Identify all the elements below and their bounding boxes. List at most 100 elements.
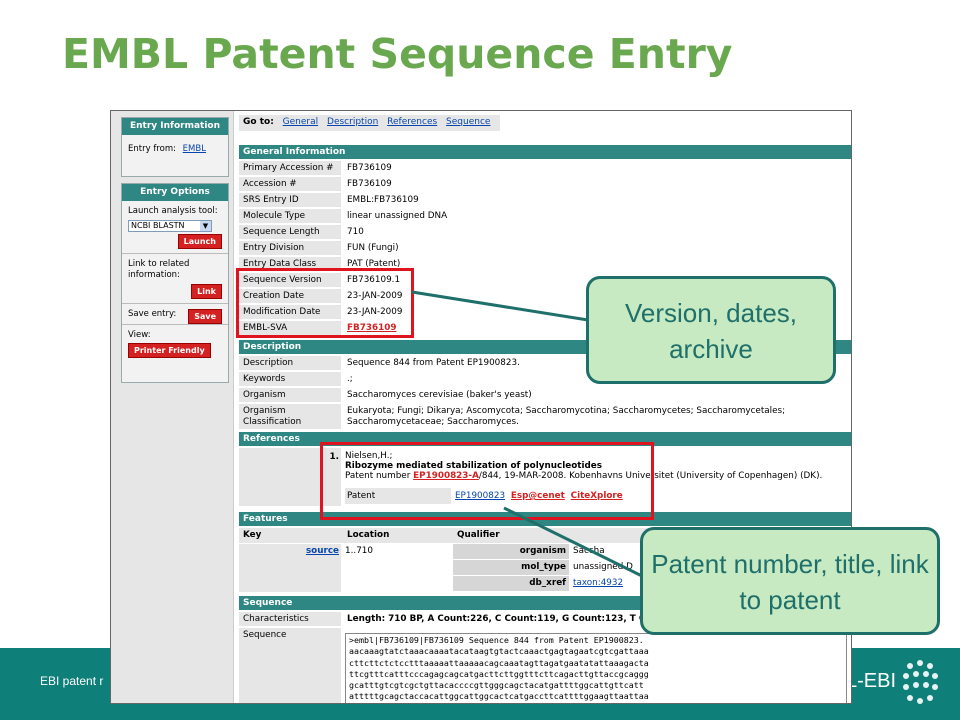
table-row: Molecule Type linear unassigned DNA [239,209,851,224]
row-value: 23-JAN-2009 [347,291,403,301]
table-row: Modification Date 23-JAN-2009 [239,305,851,320]
link-button[interactable]: Link [191,284,222,299]
features-col-location: Location [347,530,390,540]
row-key: Modification Date [239,305,341,320]
row-key: Molecule Type [239,209,341,224]
analysis-tool-selected: NCBI BLASTN [131,221,185,230]
patent-label: Patent [345,488,451,504]
patent-prefix: Patent number [345,471,414,481]
reference-patent-line: Patent number EP1900823-A/844, 19-MAR-20… [345,471,822,481]
espacenet-link[interactable]: Esp@cenet [510,491,565,501]
row-key: Organism [239,388,341,403]
entry-information-panel: Entry Information Entry from: EMBL [121,117,229,177]
row-value: Sequence 844 from Patent EP1900823. [347,358,520,368]
patent-number-link[interactable]: EP1900823-A [413,471,479,481]
reference-title: Ribozyme mediated stabilization of polyn… [345,461,602,471]
table-row: Description Sequence 844 from Patent EP1… [239,356,851,371]
feature-source-link[interactable]: source [305,546,339,556]
sequence-line: >embl|FB736109|FB736109 Sequence 844 fro… [349,635,644,645]
table-row: Accession # FB736109 [239,177,851,192]
sequence-line: atttttgcagctaccacattggcattggcactcatgacct… [349,691,649,702]
footer-text: EBI patent r [40,674,104,688]
slide-title: EMBL Patent Sequence Entry [62,30,733,78]
row-value: 23-JAN-2009 [347,307,403,317]
table-row: Characteristics Length: 710 BP, A Count:… [239,612,851,627]
ebi-hex-logo-icon [903,660,938,704]
goto-references-link[interactable]: References [387,117,438,127]
version-highlight-box [236,268,414,338]
reference-text: Nielsen,H.; Ribozyme mediated stabilizat… [345,451,822,481]
row-value-line: Saccharomycetaceae; Saccharomyces. [347,417,519,427]
save-button[interactable]: Save [188,309,222,324]
embl-sva-link[interactable]: FB736109 [347,323,397,333]
row-value-line: Eukaryota; Fungi; Dikarya; Ascomycota; S… [347,406,786,416]
patent-links: EP1900823 Esp@cenet CiteXplore [455,488,623,504]
taxon-link[interactable]: taxon:4932 [573,578,624,588]
reference-author: Nielsen,H.; [345,451,393,461]
chevron-down-icon: ▼ [200,221,211,231]
table-row: Organism Saccharomyces cerevisiae (baker… [239,388,851,403]
row-key: Characteristics [239,612,341,627]
reference-entry: 1. Nielsen,H.; Ribozyme mediated stabili… [239,448,851,508]
ebi-logo-text: L-EBI [846,670,897,692]
patent-ep-link[interactable]: EP1900823 [455,491,506,501]
goto-nav: Go to: General Description References Se… [239,115,501,131]
row-key: Keywords [239,372,341,387]
row-value: Eukaryota; Fungi; Dikarya; Ascomycota; S… [345,404,785,428]
entry-information-title: Entry Information [122,118,228,135]
goto-sequence-link[interactable]: Sequence [446,117,491,127]
sequence-line: ttcgtttcatttcccagagcagcatgacttcttggtttct… [349,668,649,679]
qualifier-value: Saccha [573,546,605,556]
version-callout: Version, dates, archive [586,276,836,384]
sequence-line: aacaaagtatctaaacaaaatacataagtgtactcaaact… [349,646,649,657]
launch-button[interactable]: Launch [177,234,222,249]
sequence-line: gcatttgtcgtcgctgttacaccccgttgggcagctacat… [349,680,644,691]
row-value: FB736109.1 [347,275,401,285]
row-value: EMBL:FB736109 [347,195,419,205]
patent-highlight-box [320,442,654,520]
row-key: SRS Entry ID [239,193,341,208]
row-value: linear unassigned DNA [347,211,448,221]
row-value: Saccharomyces cerevisiae (baker's yeast) [347,390,532,400]
sidebar: Entry Information Entry from: EMBL Entry… [111,111,234,703]
qualifier-value: unassigned D [573,562,633,572]
sequence-textarea[interactable]: >embl|FB736109|FB736109 Sequence 844 fro… [345,633,847,703]
row-key: Primary Accession # [239,161,341,176]
features-col-qualifier: Qualifier [457,530,500,540]
qualifier-key: mol_type [453,560,569,575]
analysis-tool-select[interactable]: NCBI BLASTN ▼ [128,220,212,232]
row-value: FB736109 [347,179,392,189]
patent-callout: Patent number, title, link to patent [640,527,940,635]
view-label: View: [128,330,151,340]
reference-number: 1. [239,448,341,506]
save-entry-label: Save entry: [128,309,177,319]
general-information-header: General Information [239,145,851,159]
table-row: Organism Classification Eukaryota; Fungi… [239,404,851,430]
citexplore-link[interactable]: CiteXplore [570,491,623,501]
table-row: Primary Accession #FB736109 [239,161,851,176]
row-value: PAT (Patent) [347,259,401,269]
row-key: Organism Classification [239,404,341,430]
link-related-label: Link to related information: [128,259,190,280]
feature-key-cell: source [239,544,341,592]
printer-friendly-button[interactable]: Printer Friendly [128,343,211,358]
table-row: Keywords .; [239,372,851,387]
qualifier-key: organism [453,544,569,559]
row-key: Sequence Length [239,225,341,240]
row-key: Entry Division [239,241,341,256]
goto-general-link[interactable]: General [282,117,319,127]
goto-description-link[interactable]: Description [327,117,379,127]
patent-suffix: /844, 19-MAR-2008. Kobenhavns Universite… [478,471,823,481]
entry-from-embl-link[interactable]: EMBL [182,144,206,154]
row-key: Description [239,356,341,371]
row-key: Accession # [239,177,341,192]
row-value: .; [347,374,353,384]
sequence-line: cttcttctctcctttaaaaattaaaaacagcaaatagtta… [349,657,649,668]
feature-location: 1..710 [345,546,373,556]
table-row: SRS Entry ID EMBL:FB736109 [239,193,851,208]
row-key-line: Classification [243,417,302,427]
